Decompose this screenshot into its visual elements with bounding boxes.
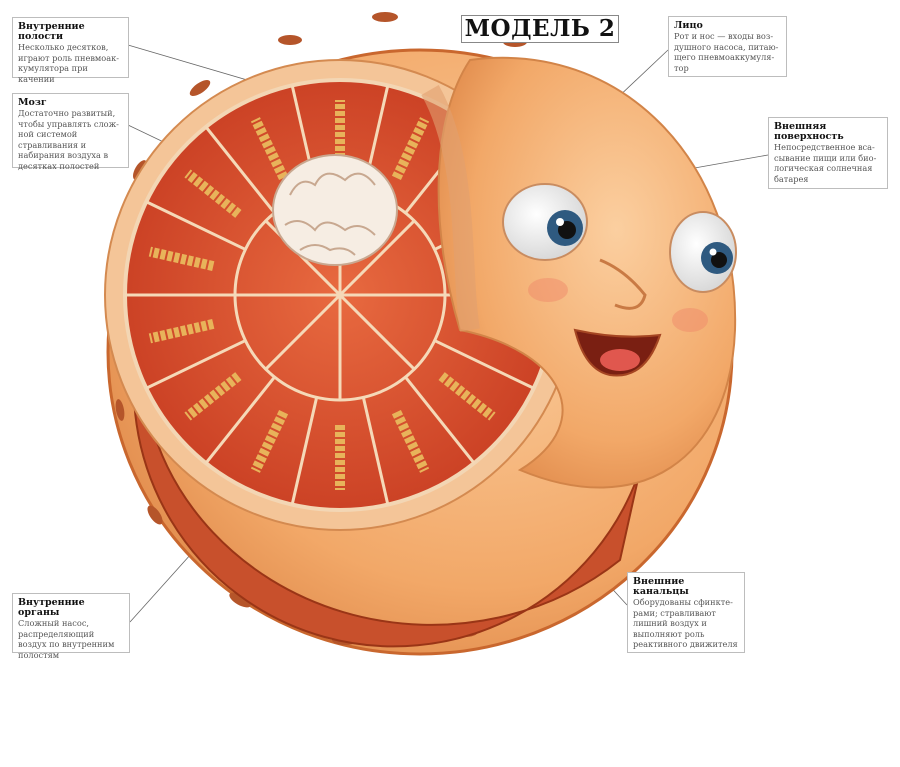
label-text: Непосредственное вса­сывание пищи или би… <box>774 142 877 184</box>
cavity-wall <box>290 397 319 505</box>
cavity-tube <box>438 372 496 421</box>
brain <box>272 154 398 266</box>
label-external-channels: Внешние канальцы Оборудованы сфинкте­рам… <box>627 572 745 653</box>
organ-wall <box>338 293 416 371</box>
label-face: Лицо Рот и нос — входы воз­душного насос… <box>668 16 787 77</box>
nose <box>599 258 647 310</box>
cavity-wall <box>204 376 276 465</box>
face <box>437 56 737 489</box>
cavity-wall <box>361 397 390 505</box>
organ-wall <box>264 293 342 371</box>
label-brain: Мозг Достаточно развитый, чтобы управлят… <box>12 93 129 171</box>
cavity-tube <box>391 409 430 473</box>
eyes <box>502 183 737 293</box>
cavity-tube <box>148 319 215 344</box>
label-text: Оборудованы сфинкте­рами; стравливают ли… <box>633 597 738 650</box>
label-text: Несколько десятков, играют роль пневмоак… <box>18 42 120 84</box>
label-text: Сложный насос, распре­деляющий воздух по… <box>18 618 115 660</box>
cavity-tube <box>250 409 289 473</box>
cavity-wall <box>204 125 276 214</box>
label-internal-organs: Внутренние органы Сложный насос, распре­… <box>12 593 130 660</box>
label-internal-cavities: Внутренние полости Несколько десятков, и… <box>12 17 129 84</box>
page-title: МОДЕЛЬ 2 <box>461 15 619 43</box>
cavity-tube <box>250 117 289 181</box>
label-text: Рот и нос — входы воз­душного насоса, пи… <box>674 31 779 73</box>
label-heading: Внутренние полости <box>18 21 85 42</box>
cavity-wall <box>404 376 476 465</box>
cavity-tube <box>391 117 430 181</box>
label-outer-surface: Внешняя поверхность Непосредственное вса… <box>768 117 888 189</box>
organ-wall <box>338 219 416 297</box>
cavity-wall <box>145 200 247 251</box>
label-heading: Внешние канальцы <box>633 576 689 597</box>
label-text: Достаточно развитый, чтобы управлять сло… <box>18 108 119 171</box>
cavity-tube <box>184 372 242 421</box>
cavity-tube <box>184 169 242 218</box>
cavity-tube <box>148 246 215 271</box>
label-heading: Лицо <box>674 20 703 31</box>
cavity-wall <box>145 339 247 390</box>
cavity-wall <box>433 339 535 390</box>
label-heading: Внешняя поверхность <box>774 121 844 142</box>
label-heading: Мозг <box>18 97 47 108</box>
label-heading: Внутренние органы <box>18 597 85 618</box>
